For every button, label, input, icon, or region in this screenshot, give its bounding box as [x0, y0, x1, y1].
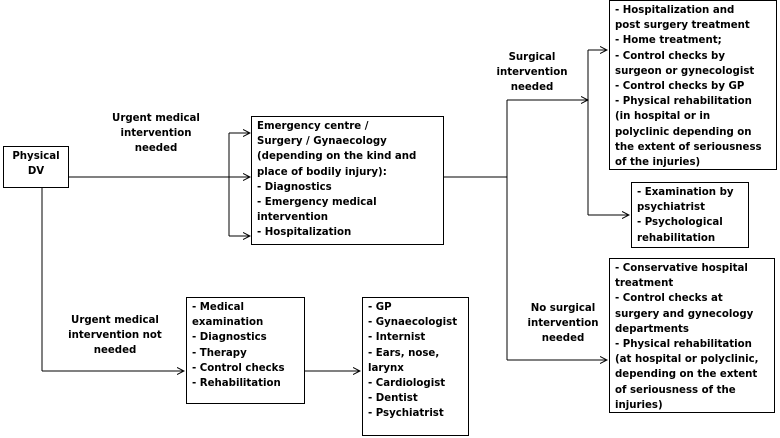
text-line: - GP — [368, 302, 392, 313]
text-line: surgeon or gynecologist — [615, 65, 755, 77]
text-line: needed — [134, 143, 178, 154]
text-line: - Psychiatrist — [368, 408, 444, 420]
text-line: - Physical rehabilitation — [615, 96, 752, 108]
text-line: Surgery / Gynaecology — [257, 136, 387, 148]
text-line: polyclinic depending on — [615, 126, 752, 138]
text-line: - Diagnostics — [257, 181, 332, 193]
text-line: larynx — [368, 362, 404, 374]
text-line: - Internist — [368, 332, 426, 344]
text-line: - Rehabilitation — [192, 378, 281, 390]
text-line: of seriousness of the — [615, 384, 736, 396]
text-line: Emergency centre / — [257, 121, 369, 132]
text-line: surgery and gynecology — [615, 308, 754, 320]
text-line: - Cardiologist — [368, 378, 446, 390]
text-line: - Dentist — [368, 393, 418, 405]
text-line: - Home treatment; — [615, 35, 722, 47]
text-line: - Emergency medical — [257, 197, 377, 209]
text-line: of the injuries) — [615, 157, 701, 169]
text-line: departments — [615, 323, 689, 335]
text-line: - Hospitalization and — [615, 5, 735, 16]
text-line: Physical — [12, 151, 60, 162]
node-surgical-outcome: - Hospitalization and post surgery treatm… — [609, 0, 777, 170]
text-line: Surgical — [508, 52, 556, 63]
text-line: - Control checks by — [615, 50, 725, 62]
text-line: Urgent medical — [71, 315, 159, 326]
text-line: injuries) — [615, 399, 663, 411]
text-line: - Examination by — [637, 187, 734, 198]
text-line: No surgical — [530, 303, 596, 314]
text-line: needed — [541, 333, 585, 344]
label-urgent-not-needed: Urgent medical intervention not needed — [62, 313, 168, 358]
text-line: psychiatrist — [637, 202, 705, 214]
text-line: Urgent medical — [112, 113, 200, 124]
text-line: - Gynaecologist — [368, 317, 458, 329]
text-line: depending on the extent — [615, 369, 758, 381]
text-line: needed — [510, 82, 554, 93]
node-conservative-treatment: - Conservative hospital treatment - Contro… — [609, 258, 775, 413]
text-line: intervention — [257, 212, 328, 224]
text-line: intervention not — [68, 330, 162, 341]
text-line: examination — [192, 317, 264, 329]
text-line: post surgery treatment — [615, 20, 750, 32]
text-line: (depending on the kind and — [257, 151, 417, 163]
text-line: - Hospitalization — [257, 227, 352, 239]
text-line: the extent of seriousness — [615, 141, 762, 153]
text-line: needed — [93, 345, 137, 356]
node-specialists: - GP - Gynaecologist - Internist - Ears, no… — [362, 297, 469, 436]
text-line: intervention — [527, 318, 599, 329]
text-line: (in hospital or in — [615, 111, 711, 123]
text-line: - Control checks by GP — [615, 81, 745, 93]
node-emergency-centre: Emergency centre / Surgery / Gynaecology (… — [251, 116, 444, 245]
text-line: - Control checks — [192, 362, 285, 374]
text-line: (at hospital or polyclinic, — [615, 354, 759, 366]
text-line: DV — [27, 166, 45, 178]
text-line: treatment — [615, 278, 674, 290]
text-line: intervention — [496, 67, 568, 78]
node-non-urgent-care: - Medical examination - Diagnostics - Thera… — [186, 297, 305, 404]
text-line: - Medical — [192, 302, 245, 313]
text-line: - Control checks at — [615, 293, 723, 305]
text-line: - Physical rehabilitation — [615, 339, 752, 351]
label-surgical-needed: Surgical intervention needed — [486, 50, 578, 95]
text-line: - Therapy — [192, 347, 247, 359]
text-line: - Conservative hospital — [615, 263, 748, 274]
text-line: place of bodily injury): — [257, 166, 387, 178]
text-line: intervention — [120, 128, 192, 139]
text-line: - Psychological — [637, 217, 723, 229]
text-line: - Diagnostics — [192, 332, 267, 344]
label-no-surgical-needed: No surgical intervention needed — [515, 301, 611, 346]
text-line: - Ears, nose, — [368, 347, 440, 359]
text-line: rehabilitation — [637, 232, 716, 244]
label-urgent-needed: Urgent medical intervention needed — [104, 111, 208, 156]
node-psychiatric-care: - Examination by psychiatrist - Psychologi… — [631, 182, 749, 248]
